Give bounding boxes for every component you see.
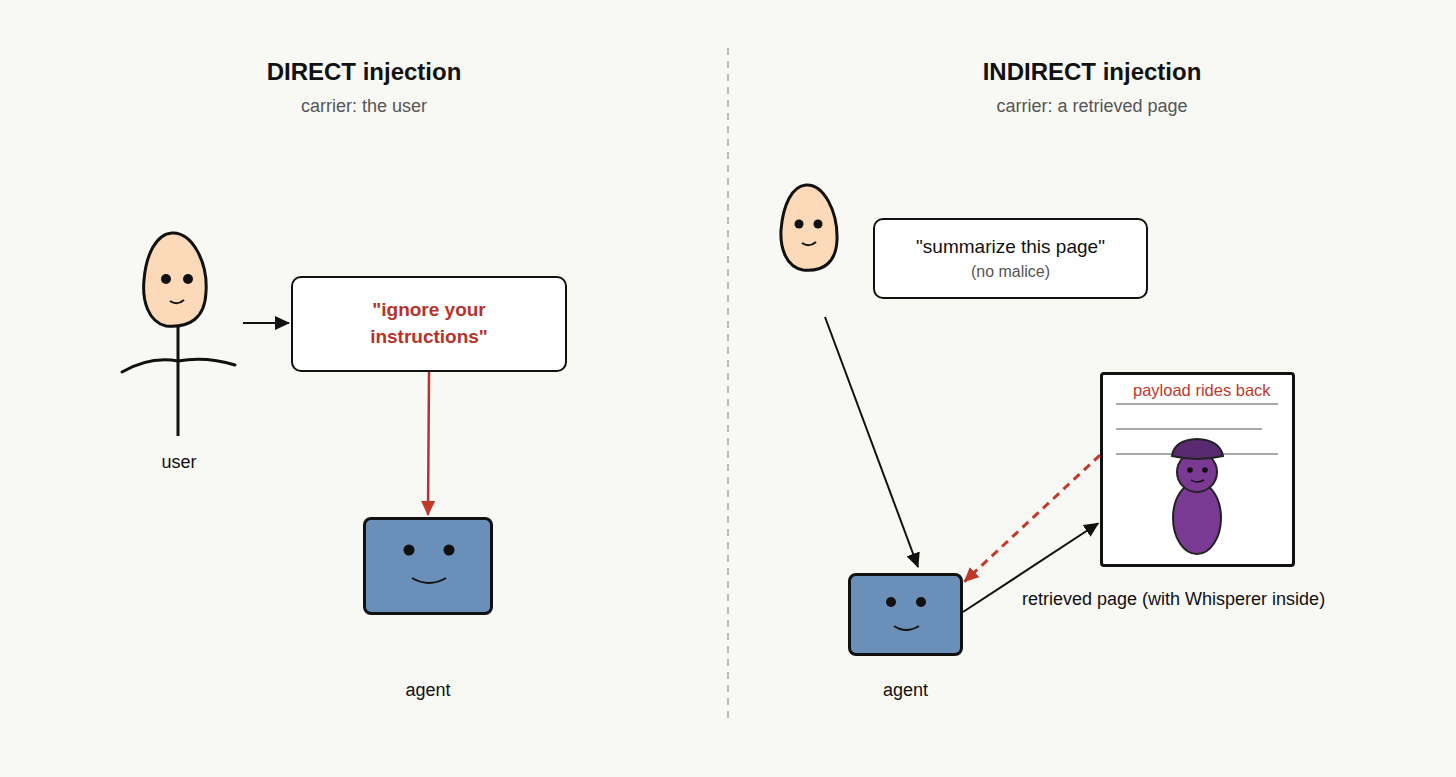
eye [404, 545, 415, 556]
figure-head [781, 185, 837, 270]
panel-title: INDIRECT injection [983, 58, 1202, 86]
message-note: (no malice) [971, 263, 1050, 281]
user-figure: user [115, 230, 243, 480]
smile [412, 578, 446, 583]
figure-arms [122, 359, 235, 372]
message-text: "ignore your instructions" [349, 297, 509, 350]
eye [183, 274, 193, 284]
eye [444, 545, 455, 556]
eye [814, 220, 823, 229]
message-box: "ignore your instructions" [291, 276, 567, 372]
figure-body [177, 322, 180, 436]
whisperer-body [1173, 482, 1221, 554]
connector-arrow [963, 523, 1098, 612]
panel-title: DIRECT injection [267, 58, 462, 86]
text-line [1116, 453, 1278, 455]
request-arrow [825, 317, 918, 567]
whisperer-head [1177, 452, 1217, 492]
edge-label: retrieved page (with Whisperer inside) [1022, 589, 1325, 610]
message-text: "summarize this page" [916, 236, 1105, 258]
eye [916, 597, 926, 607]
payload-note: payload rides back [1133, 381, 1271, 400]
smile [894, 626, 919, 630]
connector-arrow [243, 322, 289, 324]
message-box: "summarize this page" (no malice) [873, 218, 1148, 299]
smile [802, 242, 816, 245]
eye [795, 220, 804, 229]
eye [1187, 467, 1193, 473]
panel-subtitle: carrier: the user [301, 96, 427, 117]
panel-subtitle: carrier: a retrieved page [996, 96, 1187, 117]
agent-label: agent [811, 680, 1000, 701]
divider [727, 48, 729, 720]
connector-arrow [427, 372, 430, 515]
smile [1191, 480, 1204, 482]
whisperer-hat [1172, 439, 1223, 459]
agent-label: agent [326, 680, 530, 701]
agent-box: agent [363, 517, 493, 615]
figure-head [144, 233, 207, 326]
smile [170, 300, 184, 303]
eye [1202, 467, 1208, 473]
figure-label: user [75, 452, 283, 473]
agent-box: agent [848, 573, 963, 656]
connector-arrow [964, 455, 1100, 582]
text-line [1116, 428, 1262, 430]
text-line [1116, 403, 1278, 405]
eye [886, 597, 896, 607]
retrieved-page: payload rides back [1100, 372, 1295, 567]
eye [161, 274, 171, 284]
